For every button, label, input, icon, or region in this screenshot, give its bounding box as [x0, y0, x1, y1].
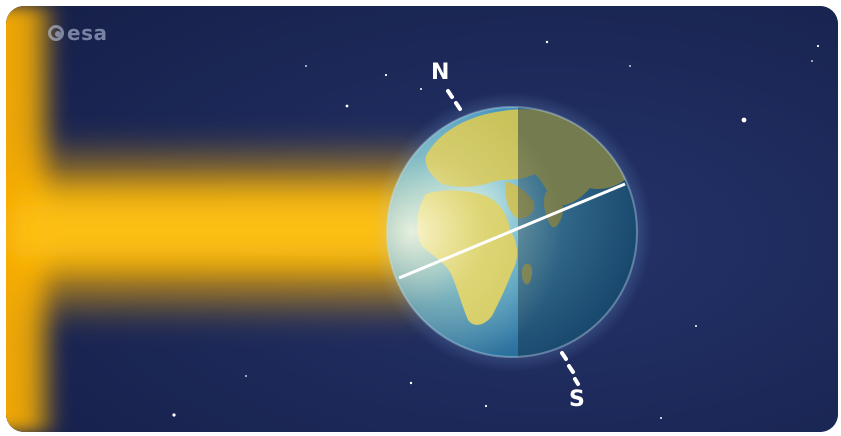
stars — [172, 40, 820, 419]
south-pole-label: S — [569, 387, 585, 412]
north-pole-label: N — [431, 60, 450, 85]
esa-logo-text: esa — [67, 21, 108, 45]
illustration-frame: esa N S — [6, 6, 838, 432]
earth-sunlight-illustration — [6, 6, 838, 432]
esa-logo-icon — [48, 25, 64, 41]
equator-line — [398, 182, 626, 280]
earth-axis — [446, 89, 580, 386]
esa-logo: esa — [48, 21, 107, 45]
